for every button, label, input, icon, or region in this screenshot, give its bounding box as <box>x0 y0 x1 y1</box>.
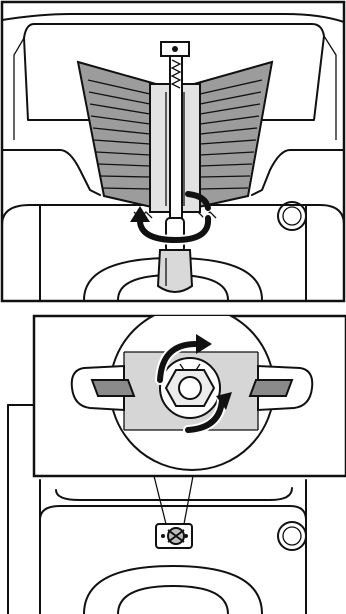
appliance-housing <box>1 13 345 301</box>
bottom-appliance <box>7 404 307 614</box>
housing-knob <box>277 201 307 231</box>
handle-grip <box>156 249 194 293</box>
filter-basket <box>76 41 274 219</box>
detail-callout <box>32 314 346 478</box>
valve-wing-right <box>248 379 294 397</box>
rotate-clockwise-arrow-icon <box>155 334 232 435</box>
rotate-counterclockwise-arrow-icon <box>130 191 214 246</box>
valve-wing-left <box>90 379 136 397</box>
lower-housing-knob <box>277 521 307 551</box>
top-panel <box>0 0 346 303</box>
basket-slats <box>87 79 263 190</box>
